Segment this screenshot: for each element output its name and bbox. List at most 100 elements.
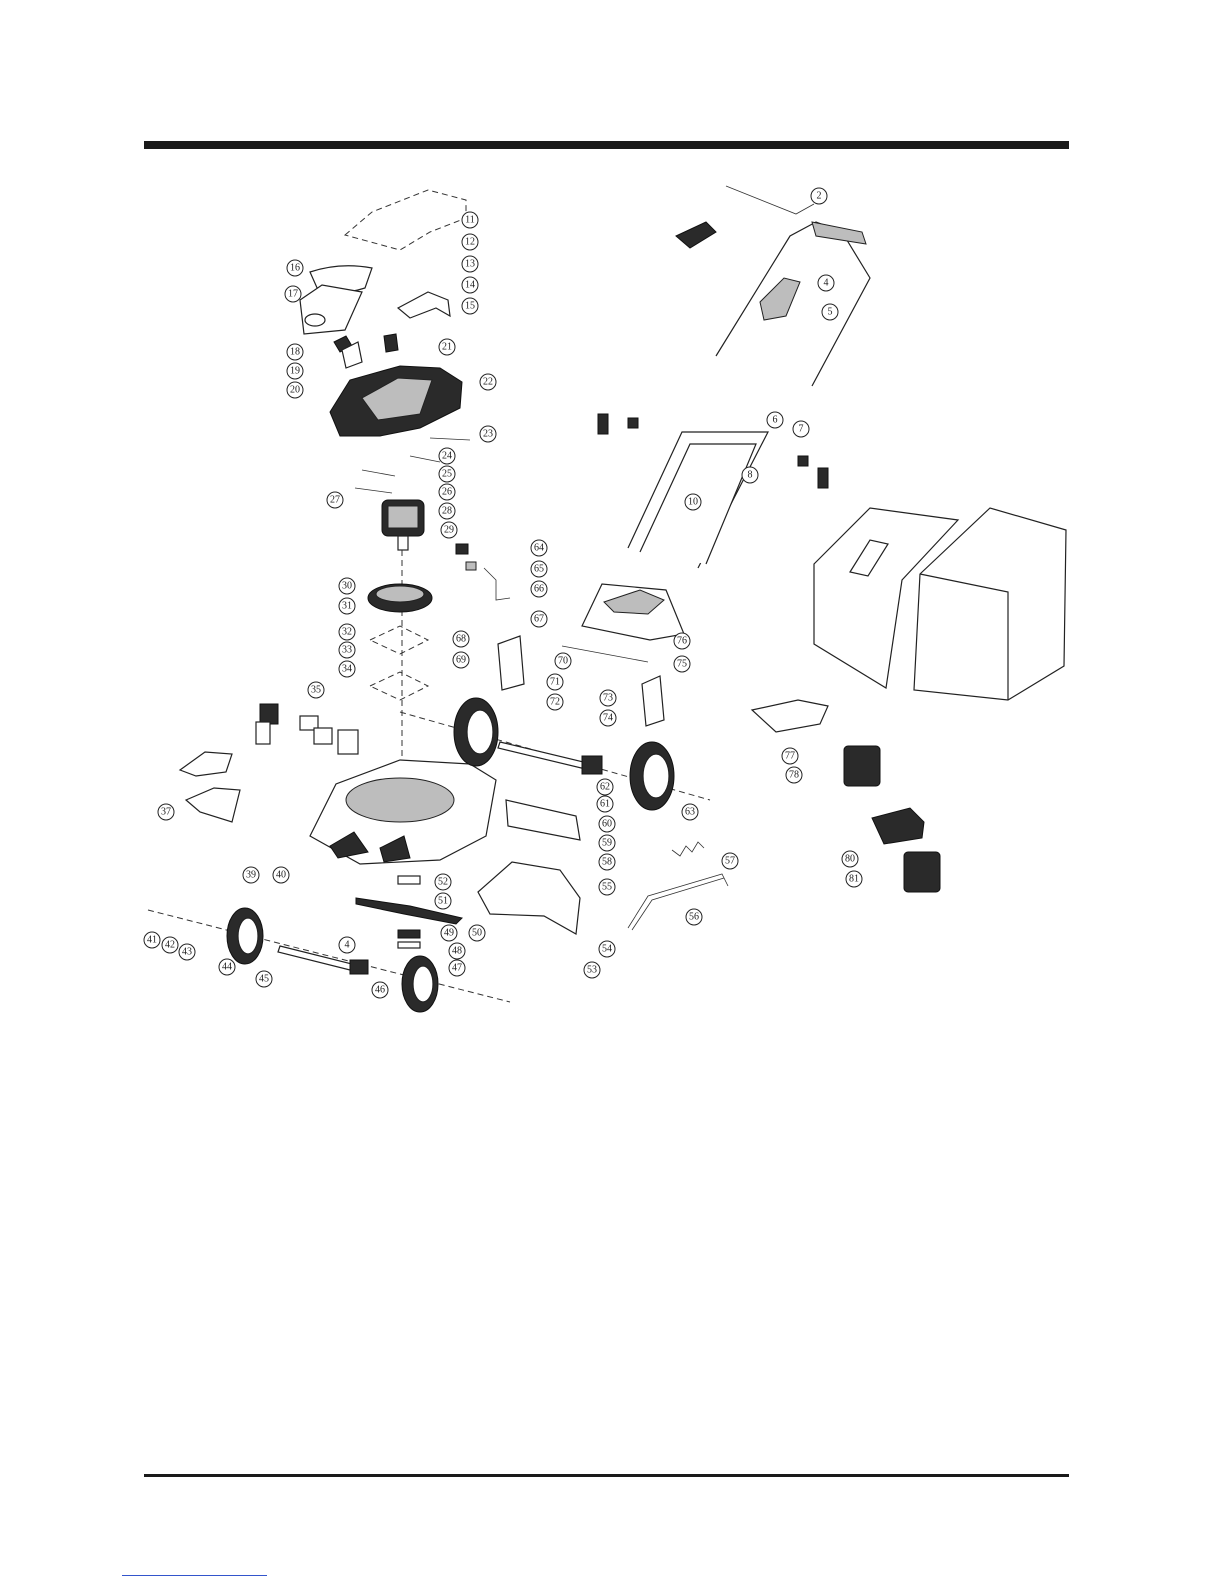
- callout-23[interactable]: 23: [480, 426, 496, 442]
- callout-28[interactable]: 28: [439, 503, 455, 519]
- callout-75[interactable]: 75: [674, 656, 690, 672]
- callout-67[interactable]: 67: [531, 611, 547, 627]
- callout-46[interactable]: 46: [372, 982, 388, 998]
- callout-32[interactable]: 32: [339, 624, 355, 640]
- svg-text:63: 63: [685, 807, 695, 818]
- callout-18[interactable]: 18: [287, 344, 303, 360]
- callout-81[interactable]: 81: [846, 871, 862, 887]
- svg-text:14: 14: [465, 280, 475, 291]
- callout-29[interactable]: 29: [441, 522, 457, 538]
- callout-31[interactable]: 31: [339, 598, 355, 614]
- callout-37[interactable]: 37: [158, 804, 174, 820]
- callout-7[interactable]: 7: [793, 421, 809, 437]
- svg-text:7: 7: [799, 424, 804, 435]
- callout-66[interactable]: 66: [531, 581, 547, 597]
- callout-47[interactable]: 47: [449, 960, 465, 976]
- svg-text:6: 6: [773, 415, 778, 426]
- callout-55[interactable]: 55: [599, 879, 615, 895]
- callout-33[interactable]: 33: [339, 642, 355, 658]
- callout-64[interactable]: 64: [531, 540, 547, 556]
- callout-4-upper[interactable]: 4: [818, 275, 834, 291]
- knob-21: [384, 334, 398, 352]
- svg-text:44: 44: [222, 962, 232, 973]
- callout-42[interactable]: 42: [162, 937, 178, 953]
- callout-74[interactable]: 74: [600, 710, 616, 726]
- callout-57[interactable]: 57: [722, 853, 738, 869]
- callout-44[interactable]: 44: [219, 959, 235, 975]
- svg-text:4: 4: [824, 278, 829, 289]
- fastener-rows-23-27: [355, 438, 470, 493]
- svg-text:43: 43: [182, 947, 192, 958]
- callout-77[interactable]: 77: [782, 748, 798, 764]
- svg-text:55: 55: [602, 882, 612, 893]
- svg-text:75: 75: [677, 659, 687, 670]
- callout-56[interactable]: 56: [686, 909, 702, 925]
- callout-71[interactable]: 71: [547, 674, 563, 690]
- callout-10[interactable]: 10: [685, 494, 701, 510]
- svg-text:66: 66: [534, 584, 544, 595]
- callout-70[interactable]: 70: [555, 653, 571, 669]
- callout-54[interactable]: 54: [599, 941, 615, 957]
- callout-80[interactable]: 80: [842, 851, 858, 867]
- svg-text:33: 33: [342, 645, 352, 656]
- callout-30[interactable]: 30: [339, 578, 355, 594]
- callout-25[interactable]: 25: [439, 466, 455, 482]
- callout-15[interactable]: 15: [462, 298, 478, 314]
- callout-53[interactable]: 53: [584, 962, 600, 978]
- callout-49[interactable]: 49: [441, 925, 457, 941]
- callout-72[interactable]: 72: [547, 694, 563, 710]
- callout-8[interactable]: 8: [742, 467, 758, 483]
- callout-17[interactable]: 17: [285, 286, 301, 302]
- bracket-plates-32-34: [370, 626, 428, 700]
- callout-22[interactable]: 22: [480, 374, 496, 390]
- callout-58[interactable]: 58: [599, 854, 615, 870]
- callout-59[interactable]: 59: [599, 835, 615, 851]
- callout-52[interactable]: 52: [435, 874, 451, 890]
- callout-62[interactable]: 62: [597, 779, 613, 795]
- main-housing-22: [330, 366, 462, 436]
- callout-68[interactable]: 68: [453, 631, 469, 647]
- svg-text:42: 42: [165, 940, 175, 951]
- callout-34[interactable]: 34: [339, 661, 355, 677]
- callout-40[interactable]: 40: [273, 867, 289, 883]
- callout-65[interactable]: 65: [531, 561, 547, 577]
- callout-2[interactable]: 2: [811, 188, 827, 204]
- callout-11[interactable]: 11: [462, 212, 478, 228]
- callout-51[interactable]: 51: [435, 893, 451, 909]
- callout-78[interactable]: 78: [786, 767, 802, 783]
- callout-4-lower[interactable]: 4: [339, 937, 355, 953]
- callout-73[interactable]: 73: [600, 690, 616, 706]
- callout-14[interactable]: 14: [462, 277, 478, 293]
- callout-5[interactable]: 5: [822, 304, 838, 320]
- callout-21[interactable]: 21: [439, 339, 455, 355]
- svg-text:78: 78: [789, 770, 799, 781]
- callout-13[interactable]: 13: [462, 256, 478, 272]
- callout-35[interactable]: 35: [308, 682, 324, 698]
- callout-39[interactable]: 39: [243, 867, 259, 883]
- callout-48[interactable]: 48: [449, 943, 465, 959]
- svg-text:18: 18: [290, 347, 300, 358]
- callout-24[interactable]: 24: [439, 448, 455, 464]
- callout-19[interactable]: 19: [287, 363, 303, 379]
- callout-6[interactable]: 6: [767, 412, 783, 428]
- svg-text:54: 54: [602, 944, 612, 955]
- callout-69[interactable]: 69: [453, 652, 469, 668]
- callout-26[interactable]: 26: [439, 484, 455, 500]
- callout-12[interactable]: 12: [462, 234, 478, 250]
- deck-40: [310, 760, 496, 864]
- callout-60[interactable]: 60: [599, 816, 615, 832]
- callout-61[interactable]: 61: [597, 796, 613, 812]
- callout-27[interactable]: 27: [327, 492, 343, 508]
- callout-16[interactable]: 16: [287, 260, 303, 276]
- callout-43[interactable]: 43: [179, 944, 195, 960]
- svg-text:26: 26: [442, 487, 452, 498]
- battery-81: [904, 852, 940, 892]
- callout-45[interactable]: 45: [256, 971, 272, 987]
- svg-text:2: 2: [817, 191, 822, 202]
- callout-41[interactable]: 41: [144, 932, 160, 948]
- callout-50[interactable]: 50: [469, 925, 485, 941]
- svg-text:51: 51: [438, 896, 448, 907]
- callout-76[interactable]: 76: [674, 633, 690, 649]
- callout-20[interactable]: 20: [287, 382, 303, 398]
- callout-63[interactable]: 63: [682, 804, 698, 820]
